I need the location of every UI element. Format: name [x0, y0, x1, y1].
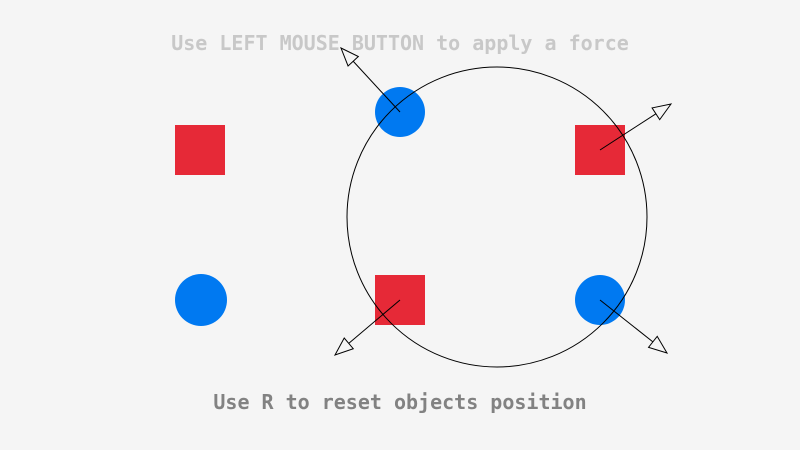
force-arrow-head-red-square-right	[651, 103, 673, 121]
force-arrow-shaft-blue-circle-right	[599, 299, 654, 343]
force-field-circle	[346, 66, 648, 368]
force-arrow-head-blue-circle-right	[647, 335, 669, 354]
force-arrow-shaft-red-square-bottom	[348, 299, 401, 344]
physics-object-red-square-left[interactable]	[175, 125, 225, 175]
force-arrow-shaft-blue-circle-top	[352, 60, 401, 113]
force-arrow-head-blue-circle-top	[340, 46, 360, 67]
force-arrow-shaft-red-square-right	[599, 113, 657, 151]
force-arrow-head-red-square-bottom	[333, 337, 355, 356]
physics-object-blue-circle-left[interactable]	[175, 274, 227, 326]
